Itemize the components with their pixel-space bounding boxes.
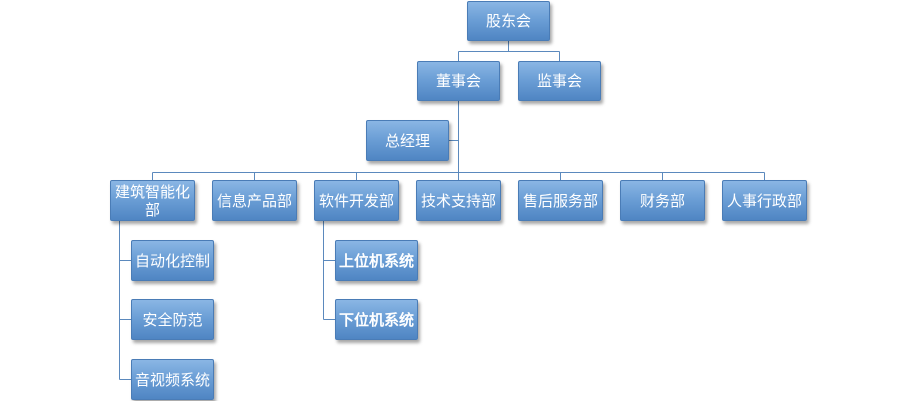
node-shareholders: 股东会 (467, 1, 550, 41)
node-dept-building-intelligence: 建筑智能化部 (110, 180, 195, 221)
node-unit-security: 安全防范 (131, 299, 214, 340)
node-dept-finance: 财务部 (620, 180, 705, 221)
node-dept-hr-admin: 人事行政部 (722, 180, 807, 221)
node-dept-software: 软件开发部 (314, 180, 399, 221)
connector-dept-building (119, 221, 131, 380)
node-general-manager: 总经理 (366, 120, 449, 161)
connector-board-gm (449, 101, 459, 141)
node-unit-slave-system: 下位机系统 (335, 299, 418, 340)
node-board: 董事会 (417, 61, 500, 101)
node-dept-tech-support: 技术支持部 (416, 180, 501, 221)
node-supervisors: 监事会 (518, 61, 601, 101)
node-unit-host-system: 上位机系统 (335, 240, 418, 281)
connector-root (458, 41, 560, 61)
node-dept-info-products: 信息产品部 (212, 180, 297, 221)
connector-gm-departments (152, 140, 765, 180)
node-unit-av-system: 音视频系统 (131, 359, 214, 400)
connector-dept-software (323, 221, 335, 320)
node-unit-automation-control: 自动化控制 (131, 240, 214, 281)
node-dept-after-sales: 售后服务部 (518, 180, 603, 221)
